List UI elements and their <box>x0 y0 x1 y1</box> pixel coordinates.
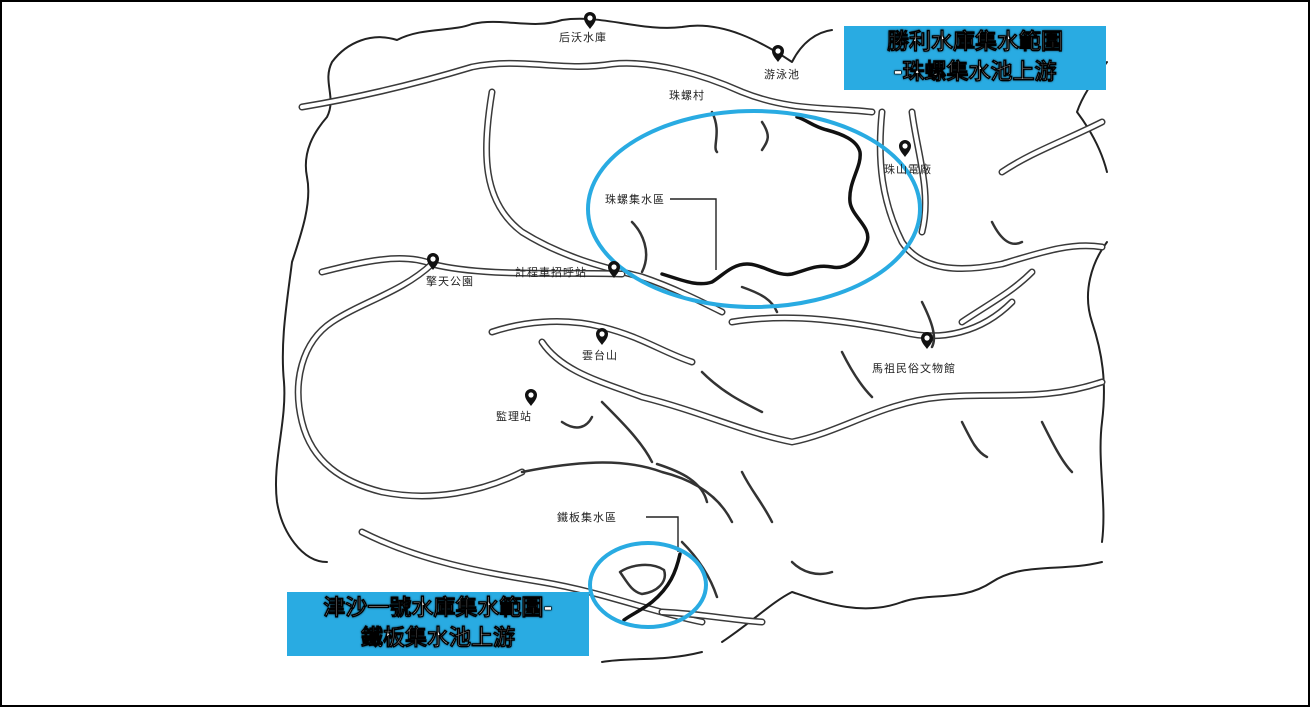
callout-north: 勝利水庫集水範圍 -珠螺集水池上游 <box>844 26 1106 90</box>
place-label-zhuluo-village: 珠螺村 <box>669 88 705 102</box>
place-label-mazu-museum: 馬祖民俗文物館 <box>872 361 956 375</box>
tieban-leader-line <box>646 516 679 552</box>
place-label-jianli-station: 監理站 <box>496 409 532 423</box>
zhuluo-leader-line <box>670 198 717 270</box>
callout-south: 津沙一號水庫集水範圍- 鐵板集水池上游 <box>287 592 589 656</box>
road-network <box>294 59 1106 626</box>
tieban-catchment-boundary <box>622 552 682 622</box>
coastline <box>274 17 1108 663</box>
place-label-houwo: 后沃水庫 <box>559 30 607 44</box>
callout-south-line2: 鐵板集水池上游 <box>360 626 516 652</box>
place-label-yuntai: 雲台山 <box>582 348 618 362</box>
place-label-taxi-station: 計程車招呼站 <box>515 265 587 279</box>
place-label-zhuluo-catchment: 珠螺集水區 <box>605 192 665 206</box>
map-pin-icon <box>596 328 608 345</box>
place-label-pool: 游泳池 <box>764 67 800 81</box>
map-pin-icon <box>525 389 537 406</box>
callout-south-line1: 津沙一號水庫集水範圍- <box>323 596 553 622</box>
zhuluo-highlight-ring <box>586 109 922 309</box>
tieban-highlight-ring <box>588 541 708 629</box>
map-pin-icon <box>899 140 911 157</box>
footpaths <box>520 110 1074 599</box>
callout-north-line2: -珠螺集水池上游 <box>893 60 1057 86</box>
tieban-inner-path <box>618 563 667 596</box>
place-label-tieban-catchment: 鐵板集水區 <box>557 510 617 524</box>
map-pin-icon <box>584 12 596 29</box>
callout-north-line1: 勝利水庫集水範圍 <box>886 30 1064 56</box>
map-pin-icon <box>772 45 784 62</box>
zhuluo-catchment-boundary <box>660 115 870 286</box>
place-label-qintian-park: 擎天公園 <box>426 274 474 288</box>
place-label-zhushan-power: 珠山電廠 <box>884 162 932 176</box>
